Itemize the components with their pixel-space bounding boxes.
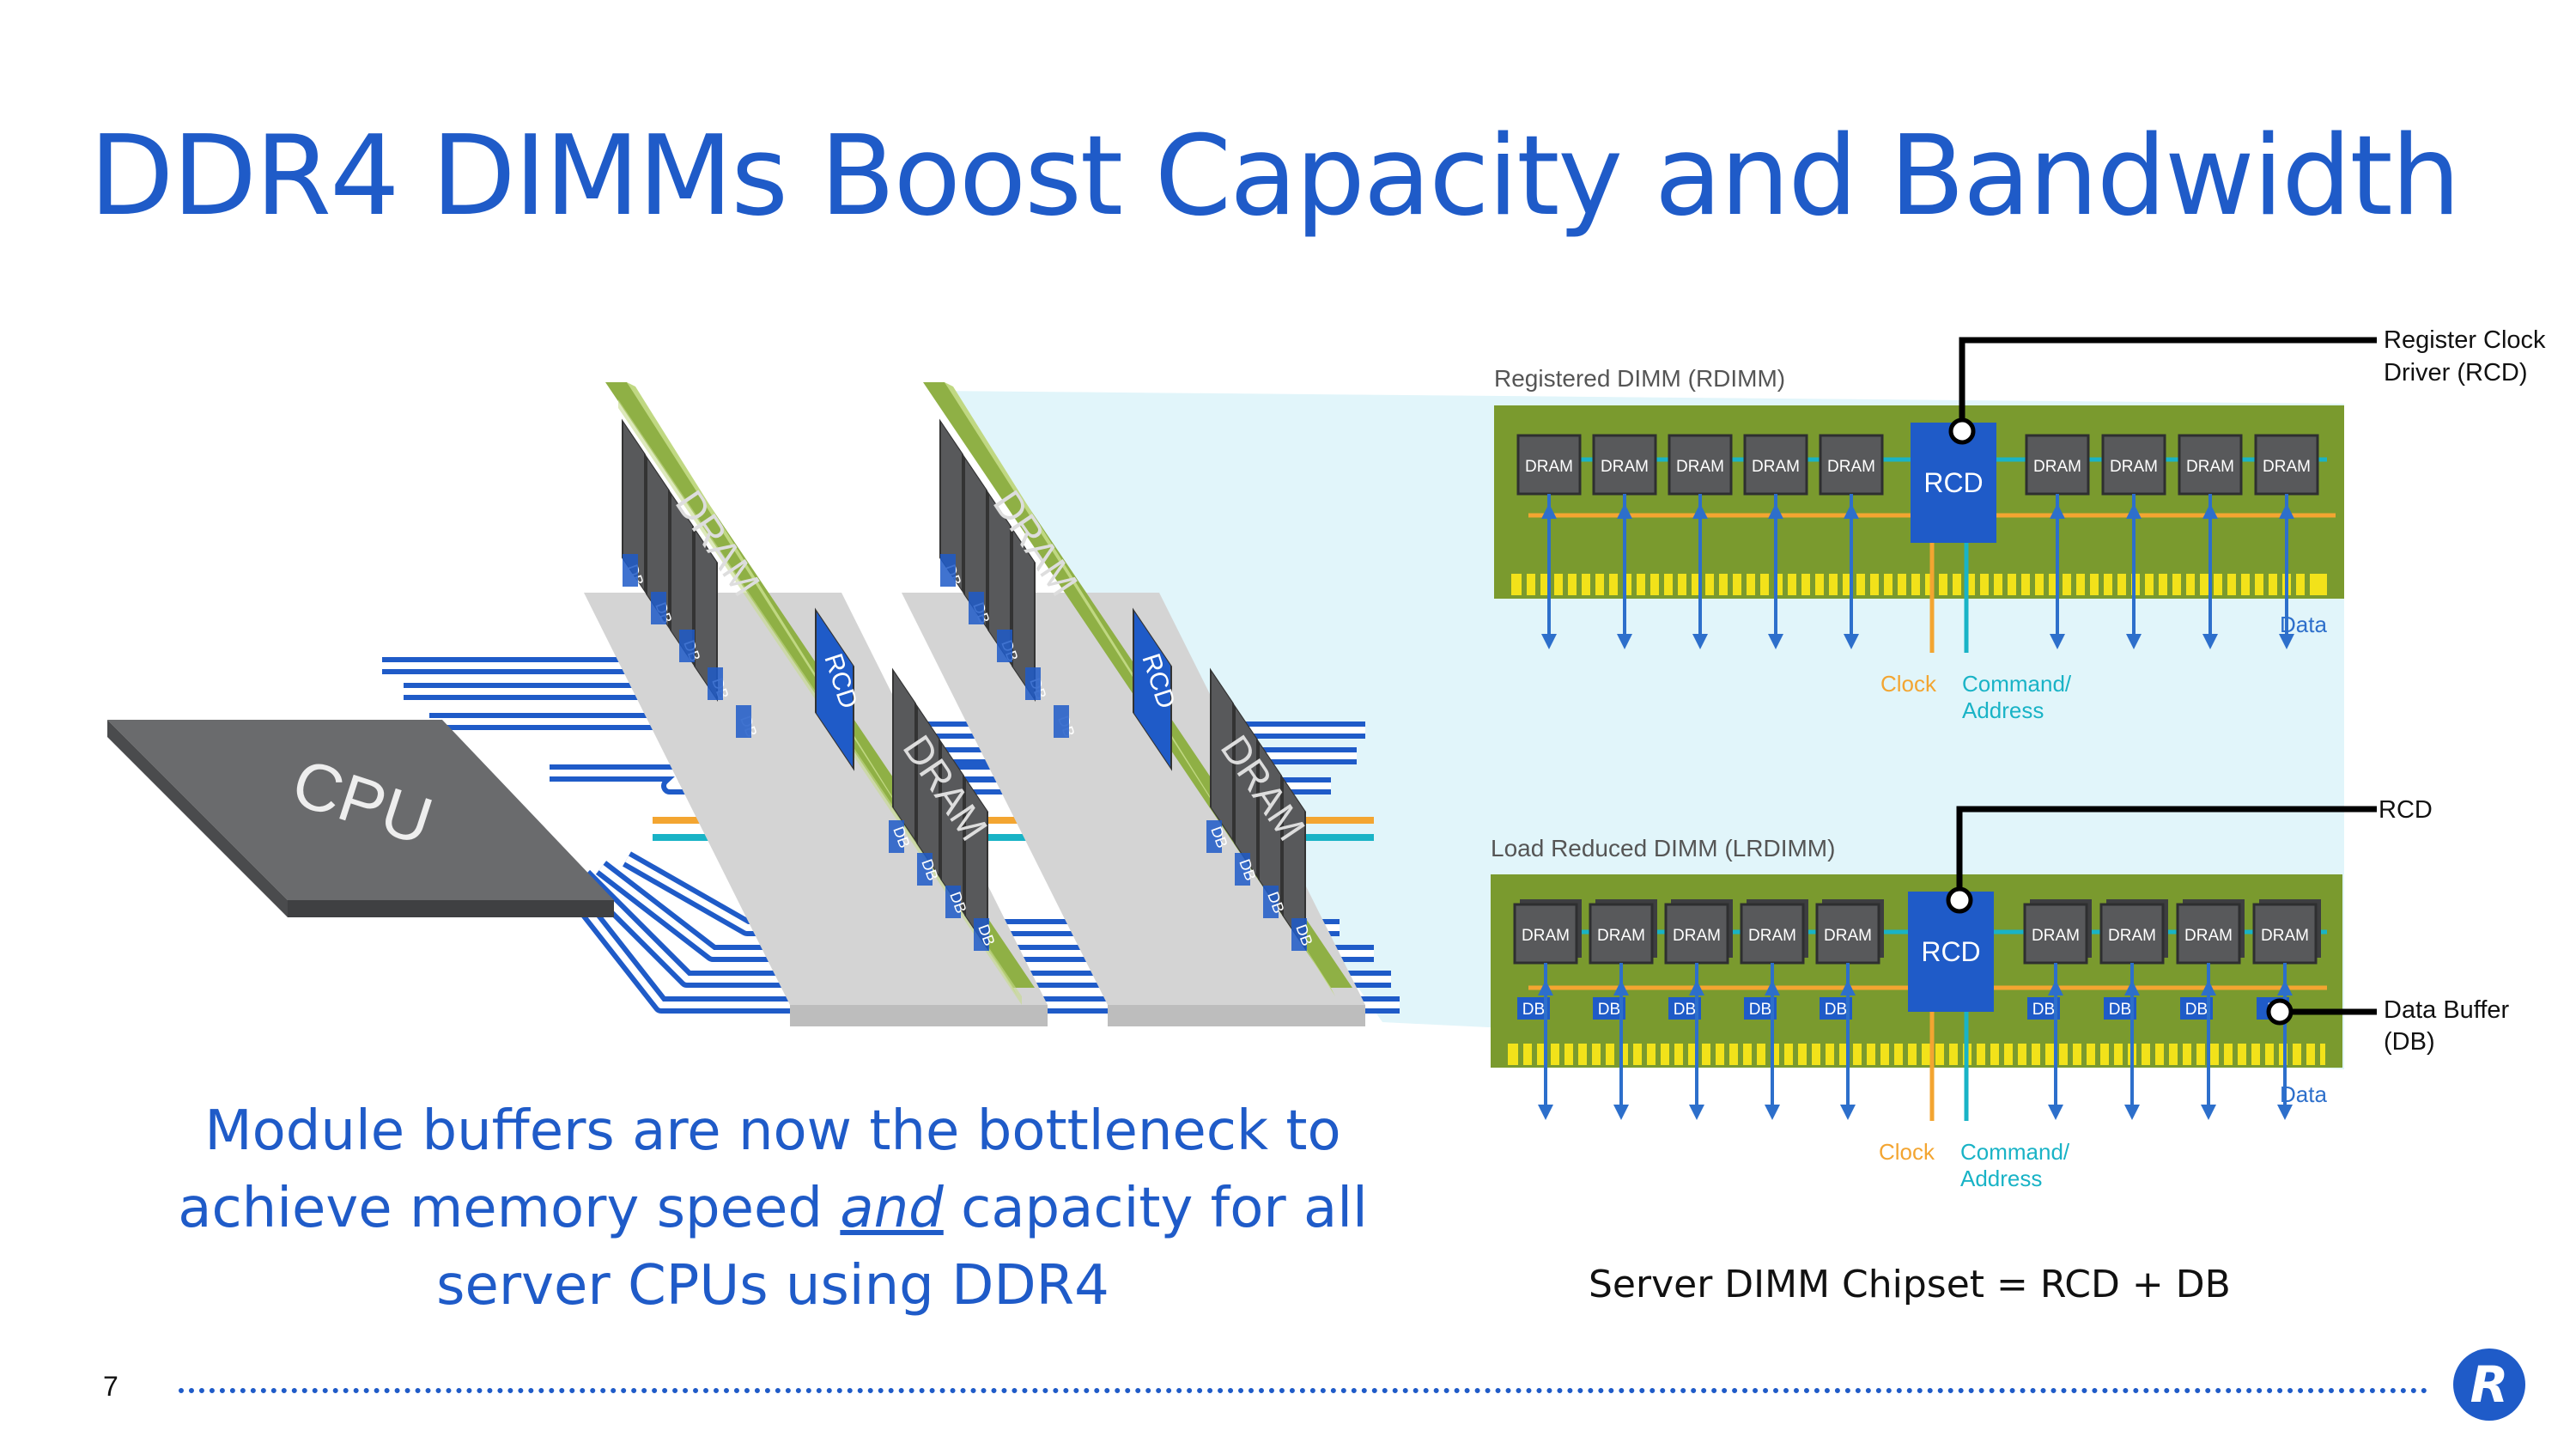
lrdimm-rcd-chip [1908, 892, 1994, 1012]
lrdimm-dram-label: DRAM [1748, 927, 1796, 945]
lrdimm-rcd-callout-line [1956, 806, 2377, 900]
module-dram-chip [1012, 527, 1036, 703]
lrdimm-db-label: DB [2185, 1001, 2208, 1019]
rcd-callout-label-line2: Driver (RCD) [2384, 359, 2528, 387]
module-dram-chip [694, 527, 718, 703]
page-number: 7 [103, 1371, 118, 1402]
lrdimm-dram-label: DRAM [2108, 927, 2156, 945]
lrdimm-dram-label: DRAM [1824, 927, 1872, 945]
rdimm-command-label-line1: Command/ [1962, 671, 2072, 697]
rcd-callout-line [1959, 337, 2377, 431]
caption-text: Module buffers are now the bottleneck to… [163, 1093, 1382, 1324]
lrdimm-command-label-line1: Command/ [1960, 1139, 2070, 1165]
rambus-logo-icon: R [2453, 1349, 2525, 1421]
caption-line-1: Module buffers are now the bottleneck to [204, 1099, 1341, 1163]
lrdimm-dram-chip: DRAM [1740, 899, 1808, 965]
rdimm-dram-label: DRAM [1676, 458, 1724, 476]
lrdimm-db-label: DB [1825, 1001, 1847, 1019]
caption-line-3: server CPUs using DDR4 [436, 1254, 1109, 1318]
lrdimm-command-label-line2: Address [1960, 1166, 2042, 1191]
lrdimm-db-label: DB [1674, 1001, 1696, 1019]
caption-line-2-end: capacity for all [943, 1177, 1368, 1240]
rdimm-rcd-label: RCD [1923, 467, 1983, 498]
lrdimm-db-label: DB [1522, 1001, 1545, 1019]
rdimm-dram-label: DRAM [1752, 458, 1800, 476]
lrdimm-db-label: DB [1598, 1001, 1620, 1019]
lrdimm-dram-chip: DRAM [2023, 899, 2092, 965]
chipset-equation: Server DIMM Chipset = RCD + DB [1589, 1263, 2231, 1306]
lrdimm-rcd-callout-dot [1946, 886, 1973, 914]
lrdimm-dram-chip: DRAM [2176, 899, 2245, 965]
rcd-callout-label-line1: Register Clock [2384, 326, 2546, 354]
cpu-package: CPU [107, 720, 614, 917]
footer-divider [179, 1388, 2428, 1393]
db-callout-label-line2: (DB) [2384, 1028, 2435, 1056]
module-rcd-chip [1133, 607, 1172, 771]
lrdimm-dram-chip: DRAM [1589, 899, 1657, 965]
lrdimm-title: Load Reduced DIMM (LRDIMM) [1491, 835, 1835, 861]
lrdimm-dram-label: DRAM [2032, 927, 2080, 945]
rdimm-dram-chip: DRAM [2025, 434, 2090, 496]
lrdimm-data-label: Data [2280, 1081, 2327, 1107]
rdimm-dram-chip: DRAM [2254, 434, 2319, 496]
lrdimm-dram-chip: DRAM [1664, 899, 1733, 965]
rdimm-dram-chip: DRAM [2178, 434, 2243, 496]
lrdimm-db-label: DB [2109, 1001, 2131, 1019]
caption-line-2: achieve memory speed and capacity for al… [163, 1170, 1382, 1247]
lrdimm-dram-label: DRAM [1522, 927, 1570, 945]
rdimm-data-label: Data [2280, 612, 2327, 637]
rdimm-dram-chip: DRAM [1819, 434, 1884, 496]
lrdimm-dram-chip: DRAM [1815, 899, 1884, 965]
rdimm-dram-label: DRAM [2263, 458, 2311, 476]
lrdimm-dram-label: DRAM [1597, 927, 1645, 945]
rdimm-dram-label: DRAM [1601, 458, 1649, 476]
rdimm-dram-label: DRAM [2110, 458, 2158, 476]
rdimm-dram-chip: DRAM [1516, 434, 1582, 496]
rdimm-command-label-line2: Address [1962, 697, 2044, 723]
rdimm-diagram: Registered DIMM (RDIMM) DRAM DRAM DRAM DRAM… [1494, 365, 2344, 723]
slide-title: DDR4 DIMMs Boost Capacity and Bandwidth [89, 113, 2461, 240]
rdimm-dram-chip: DRAM [1592, 434, 1657, 496]
rdimm-pin-gaps [1522, 574, 2310, 595]
rdimm-dram-label: DRAM [2186, 458, 2234, 476]
lrdimm-dram-label: DRAM [2184, 927, 2233, 945]
rdimm-title: Registered DIMM (RDIMM) [1494, 365, 1785, 392]
lrdimm-clock-label: Clock [1879, 1139, 1935, 1165]
lrdimm-dram-chip: DRAM [1513, 899, 1582, 965]
rcd-short-callout-label: RCD [2379, 796, 2433, 824]
rdimm-dram-label: DRAM [1827, 458, 1875, 476]
lrdimm-dram-chip: DRAM [2099, 899, 2168, 965]
rdimm-clock-label: Clock [1880, 671, 1937, 697]
caption-line-2-start: achieve memory speed [178, 1177, 841, 1240]
rdimm-dram-chip: DRAM [2101, 434, 2166, 496]
lrdimm-dram-label: DRAM [1673, 927, 1721, 945]
lrdimm-diagram: Load Reduced DIMM (LRDIMM) DRAM DB DRAM DB D… [1491, 835, 2342, 1191]
lrdimm-db-label: DB [2032, 1001, 2055, 1019]
rdimm-dram-label: DRAM [1525, 458, 1573, 476]
lrdimm-dram-chip: DRAM [2252, 899, 2321, 965]
lrdimm-pin-gaps [1518, 1044, 2320, 1065]
rdimm-dram-chip: DRAM [1668, 434, 1733, 496]
caption-emphasis: and [840, 1177, 944, 1240]
module-rcd-chip [815, 607, 854, 771]
db-callout-dot [2266, 998, 2293, 1026]
lrdimm-db-label: DB [1749, 1001, 1771, 1019]
db-callout-label-line1: Data Buffer [2384, 996, 2510, 1024]
lrdimm-dram-label: DRAM [2261, 927, 2309, 945]
lrdimm-rcd-label: RCD [1921, 936, 1980, 967]
rdimm-dram-chip: DRAM [1743, 434, 1808, 496]
rdimm-rcd-chip [1911, 423, 1996, 543]
rdimm-dram-label: DRAM [2033, 458, 2081, 476]
rcd-callout-dot [1948, 417, 1976, 445]
callouts: Register Clock Driver (RCD) RCD Data Buf… [1946, 326, 2546, 1056]
